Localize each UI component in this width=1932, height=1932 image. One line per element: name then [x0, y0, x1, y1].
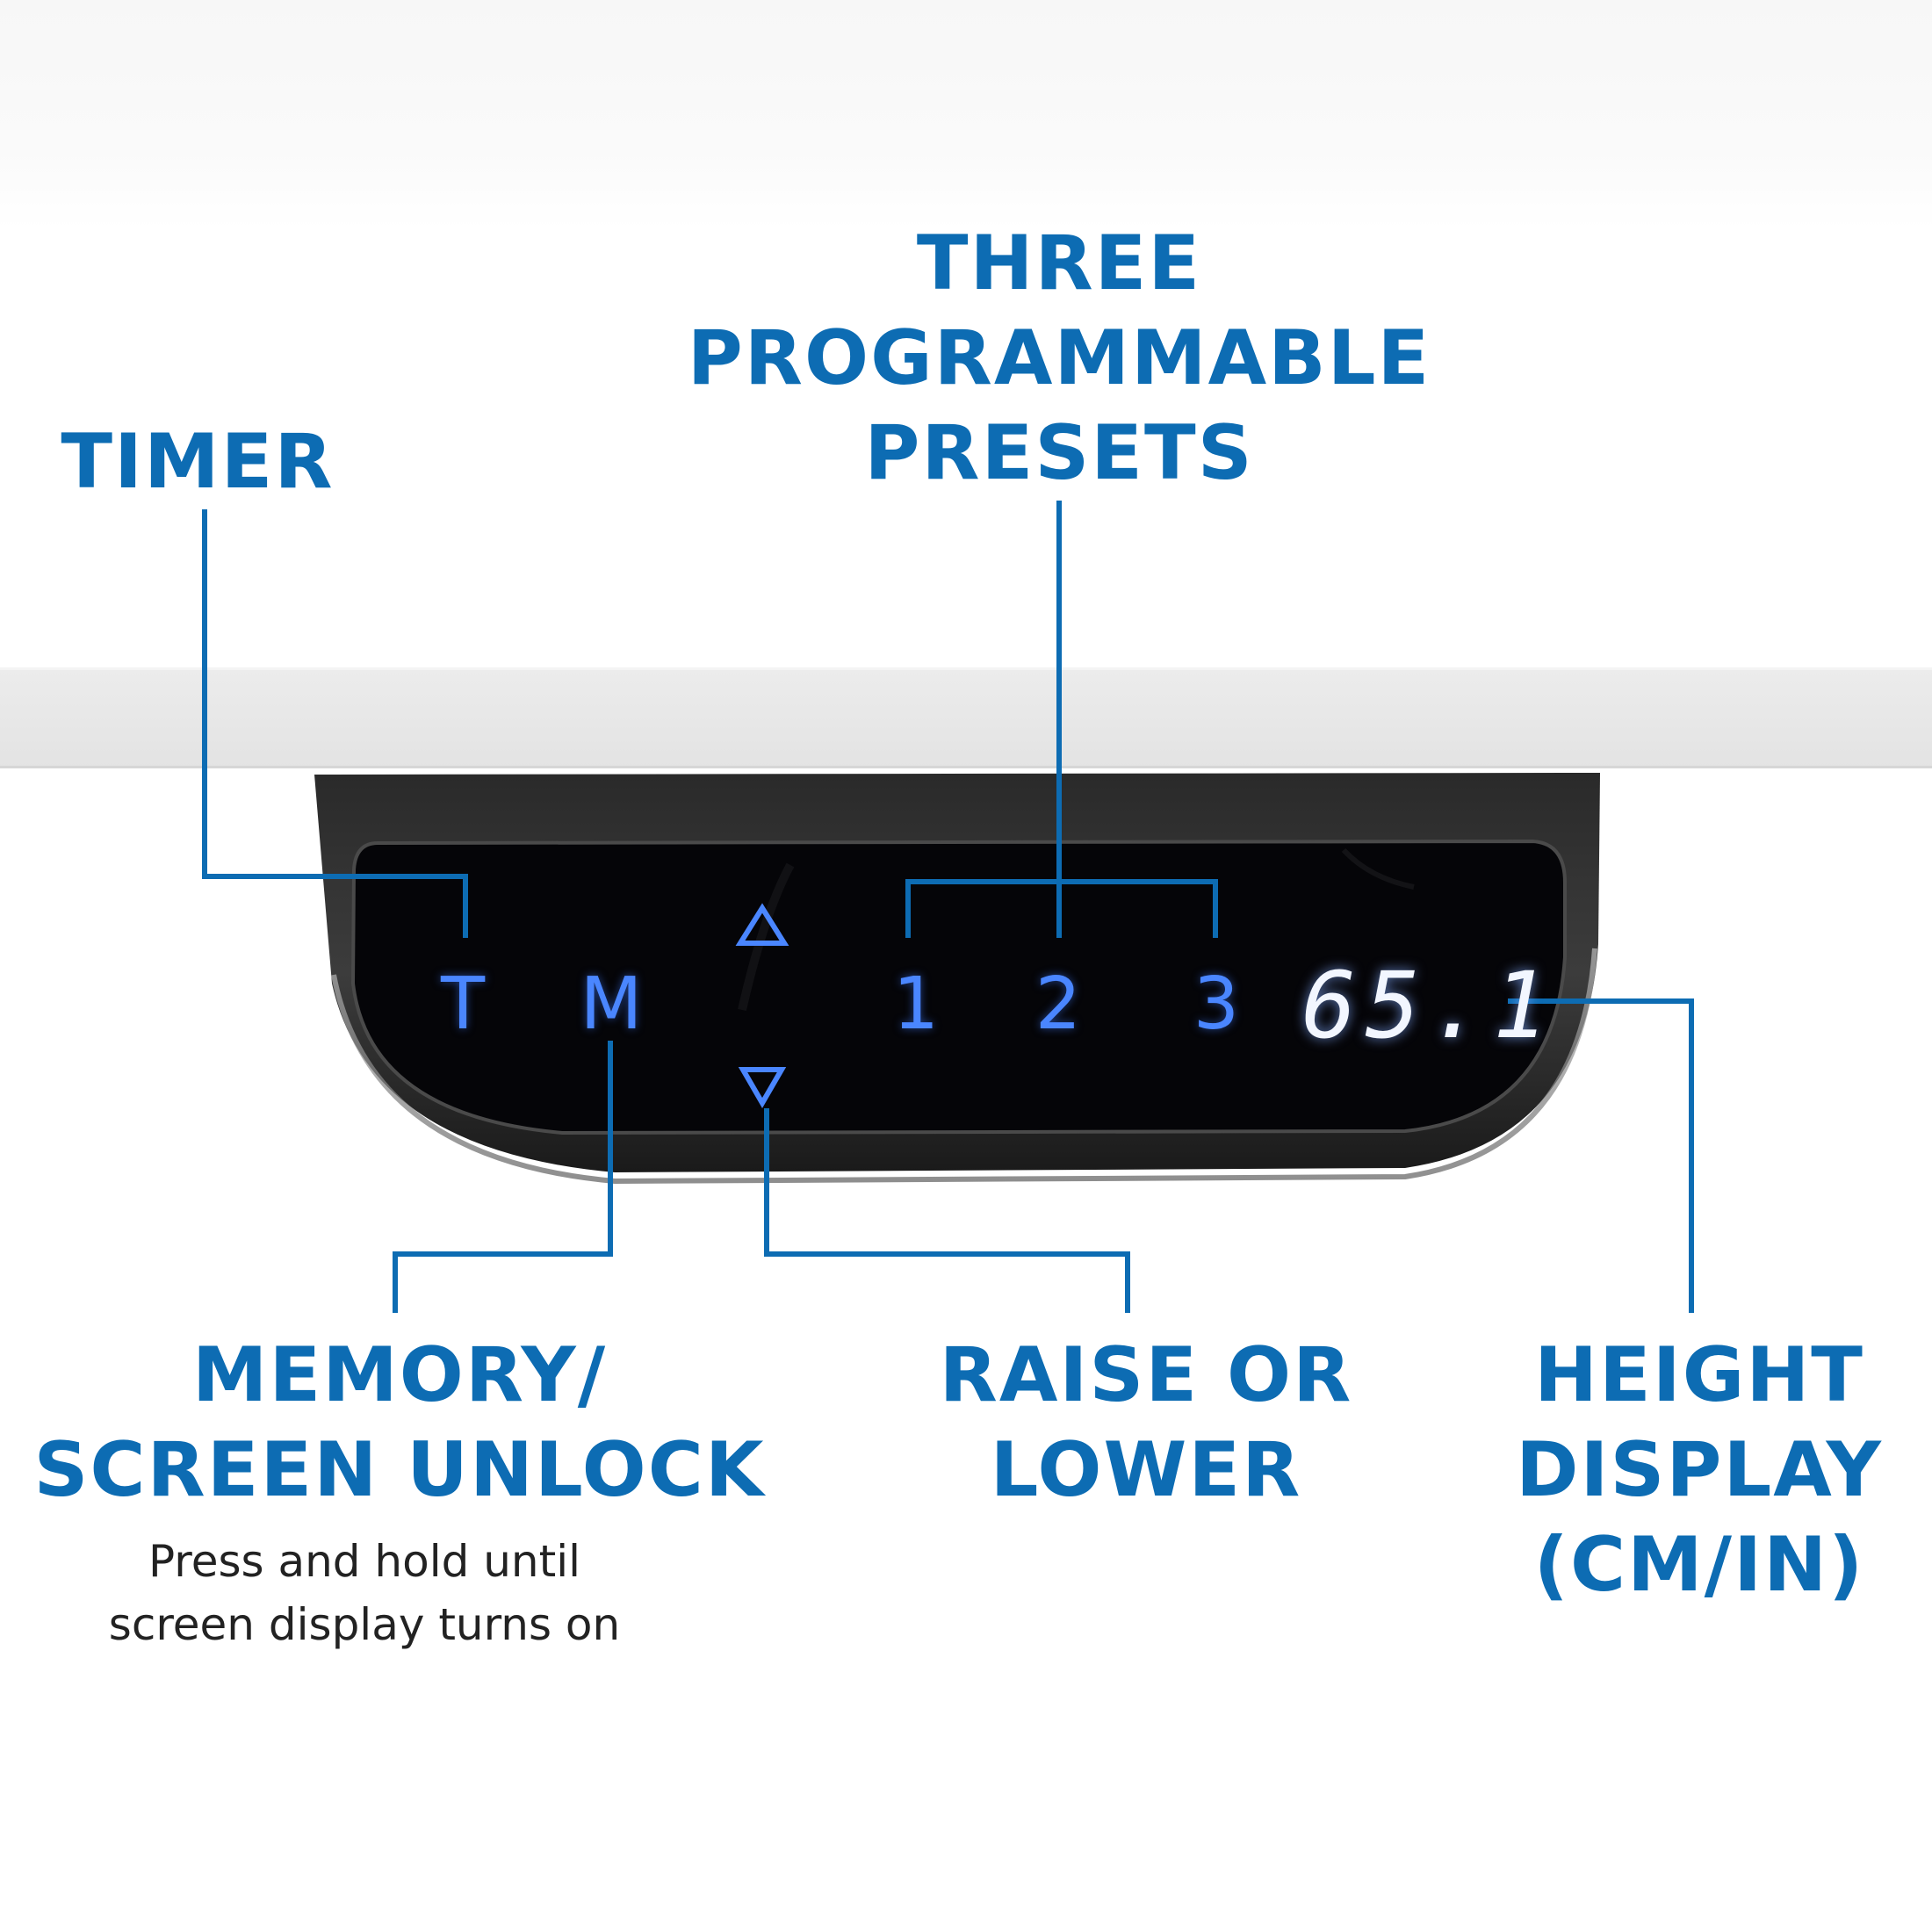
- preset-key-3[interactable]: 3: [1193, 962, 1240, 1046]
- memory-note-line-2: screen display turns on: [108, 1599, 621, 1650]
- height-display-line-1: HEIGHT: [1534, 1331, 1864, 1419]
- height-display-line-3: (CM/IN): [1533, 1521, 1865, 1609]
- desk-edge: [0, 667, 1932, 768]
- presets-label-line-2: PROGRAMMABLE: [687, 314, 1431, 402]
- down-triangle-icon[interactable]: [738, 1067, 787, 1108]
- timer-label-text: TIMER: [61, 418, 335, 506]
- timer-leader-line: [202, 509, 468, 938]
- up-triangle-icon[interactable]: [735, 903, 789, 946]
- raise-lower-line-1: RAISE OR: [939, 1331, 1353, 1419]
- height-display-line-2: DISPLAY: [1516, 1426, 1883, 1514]
- raise-lower-leader-line: [764, 1108, 1130, 1313]
- presets-bracket-line: [905, 879, 1218, 938]
- memory-label-line-1: MEMORY/: [191, 1331, 608, 1419]
- memory-leader-line: [393, 1041, 613, 1313]
- memory-label: MEMORY/ SCREEN UNLOCK: [18, 1328, 782, 1517]
- raise-lower-label: RAISE OR LOWER: [887, 1328, 1405, 1517]
- control-glass-panel: [350, 839, 1567, 1135]
- memory-note-line-1: Press and hold until: [148, 1536, 581, 1587]
- height-readout: 65.1: [1301, 952, 1557, 1059]
- desk-top: [0, 0, 1932, 676]
- height-leader-line: [1508, 998, 1694, 1313]
- memory-key[interactable]: M: [580, 962, 643, 1046]
- timer-label: TIMER: [35, 415, 360, 509]
- timer-key[interactable]: T: [440, 962, 486, 1046]
- raise-lower-line-2: LOWER: [990, 1426, 1302, 1514]
- leader-lines: [202, 501, 1694, 1313]
- presets-label-line-1: THREE: [916, 220, 1202, 307]
- preset-key-2[interactable]: 2: [1034, 962, 1082, 1046]
- presets-label-line-3: PRESETS: [864, 409, 1254, 497]
- memory-note: Press and hold until screen display turn…: [35, 1530, 694, 1656]
- preset-key-1[interactable]: 1: [892, 962, 940, 1046]
- presets-label: THREE PROGRAMMABLE PRESETS: [620, 216, 1498, 501]
- height-display-label: HEIGHT DISPLAY (CM/IN): [1493, 1328, 1906, 1612]
- memory-label-line-2: SCREEN UNLOCK: [33, 1426, 766, 1514]
